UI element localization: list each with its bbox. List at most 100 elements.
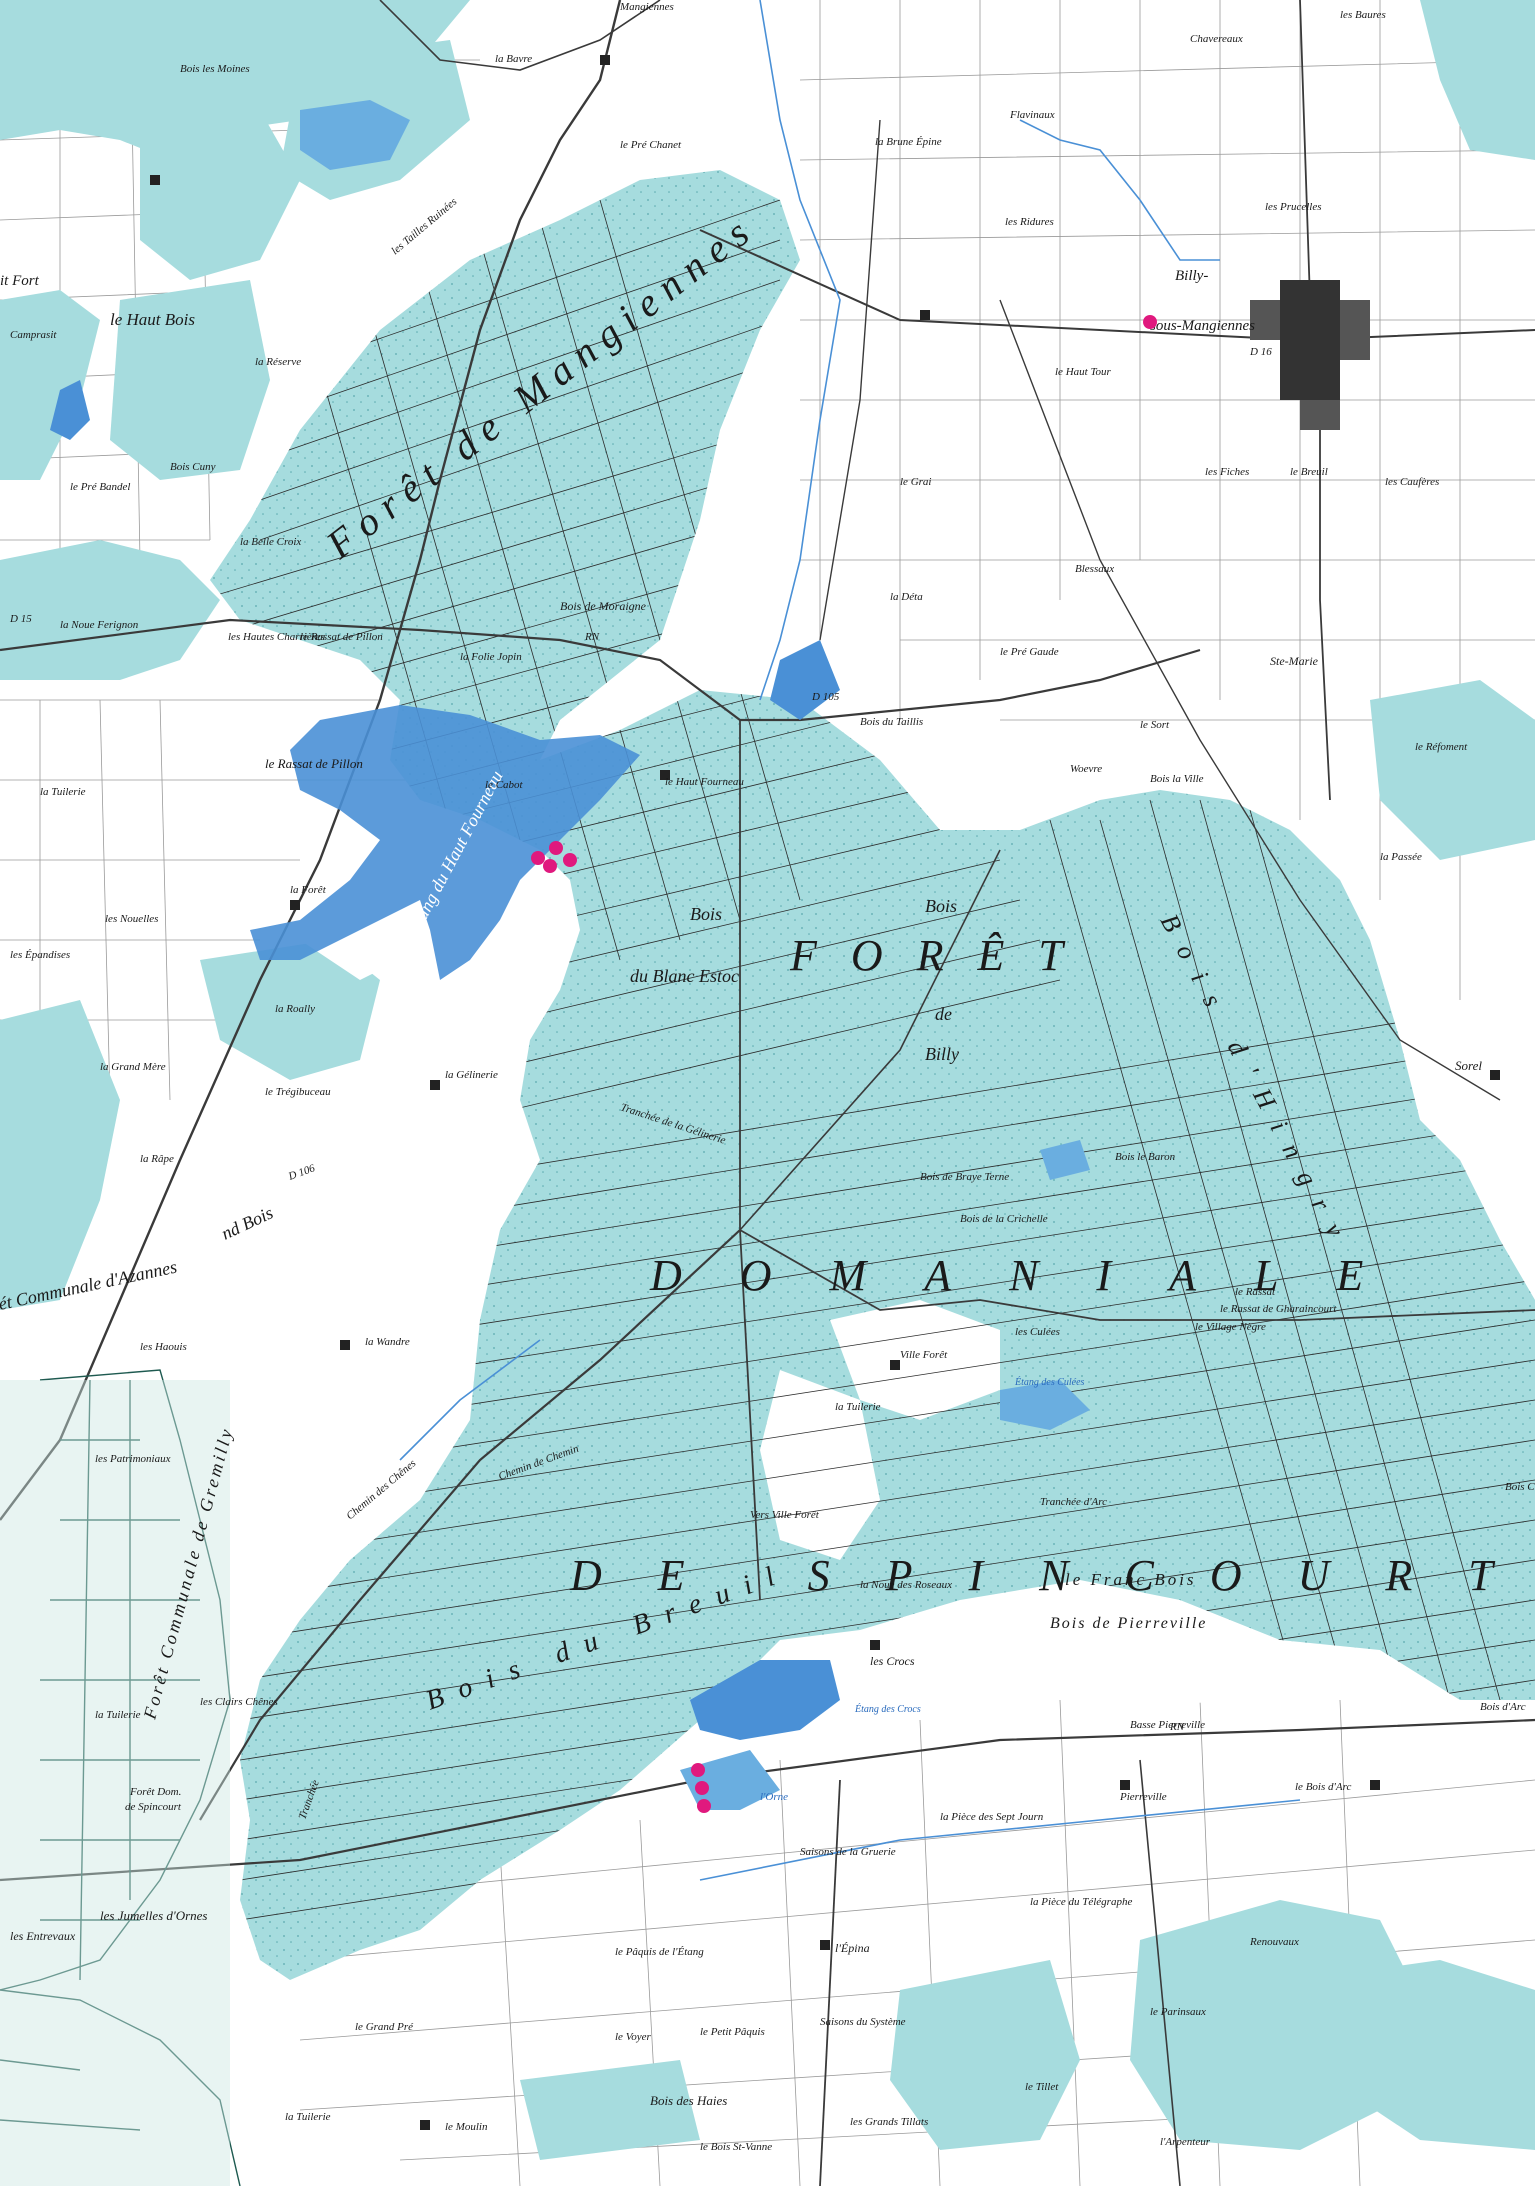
place-les-haouis: les Haouis (140, 1341, 187, 1353)
place-pre-chanet: le Pré Chanet (620, 139, 682, 151)
place-les-ridures: les Ridures (1005, 216, 1054, 228)
building-icon (820, 1940, 830, 1950)
place-noue-roseaux: la Noue des Roseaux (860, 1579, 952, 1591)
place-franc-bois: le Franc Bois (1065, 1570, 1197, 1589)
building-icon (600, 55, 610, 65)
place-rassat-pillon: le Rassat de Pillon (265, 756, 363, 771)
place-la-foret: la Forêt (290, 884, 327, 896)
place-ste-marie: Ste-Marie (1270, 654, 1319, 668)
place-bois-moraigne: Bois de Moraigne (560, 599, 647, 613)
place-belle-croix: la Belle Croix (240, 536, 301, 548)
place-pre-bandel: le Pré Bandel (70, 481, 130, 493)
place-bois-haies: Bois des Haies (650, 2093, 727, 2108)
place-bois-taillis: Bois du Taillis (860, 716, 923, 728)
place-bois-cuny: Bois Cuny (170, 461, 216, 473)
spincourt-label: DE SPINCOURT (569, 1551, 1535, 1600)
building-icon (340, 1340, 350, 1350)
place-les-fiches: les Fiches (1205, 466, 1249, 478)
pink-dot-icon (563, 853, 577, 867)
rivers (399, 0, 1301, 1881)
bois-billy-1: Bois (925, 896, 957, 916)
place-noue-ferignon: la Noue Ferignon (60, 619, 139, 631)
place-moulin: le Moulin (445, 2121, 488, 2133)
place-camprasit: Camprasit (10, 329, 57, 341)
road-orne: l'Orne (760, 1791, 788, 1803)
place-clairs-chenes: les Clairs Chênes (200, 1696, 278, 1708)
place-paquis-etang: le Pâquis de l'Étang (615, 1946, 704, 1958)
place-le-breuil: le Breuil (1290, 466, 1328, 478)
place-bois-baron: Bois le Baron (1115, 1151, 1176, 1163)
pink-dot-icon (549, 841, 563, 855)
etang-haut-fourneau (250, 705, 640, 980)
place-la-rape: la Râpe (140, 1153, 174, 1165)
place-foret-dom-2: de Spincourt (125, 1801, 182, 1813)
road-rn1: RN (584, 631, 600, 643)
place-pre-gaude: le Pré Gaude (1000, 646, 1059, 658)
place-la-deta: la Déta (890, 591, 923, 603)
place-chavereaux: Chavereaux (1190, 33, 1243, 45)
place-refoment: le Réfoment (1415, 741, 1468, 753)
bois-blanc-estoc-2: du Blanc Estoc (630, 966, 739, 986)
place-tillet: le Tillet (1025, 2081, 1059, 2093)
place-it-fort: it Fort (0, 273, 40, 289)
place-bois-crichelle: Bois de la Crichelle (960, 1213, 1048, 1225)
building-icon (1490, 1070, 1500, 1080)
pink-dot-icon (543, 859, 557, 873)
bois-billy-name: Billy (925, 1044, 959, 1064)
place-les-epandises: les Épandises (10, 949, 70, 961)
place-le-grai: le Grai (900, 476, 931, 488)
place-la-roally: la Roally (275, 1003, 315, 1015)
place-parinsaux: le Parinsaux (1150, 2006, 1206, 2018)
domaniale-label: DOMANIALE (649, 1251, 1421, 1300)
road-d105: D 105 (811, 691, 840, 703)
etang-des-crocs (690, 1660, 840, 1740)
place-pierreville: Pierreville (1119, 1791, 1167, 1803)
pink-dot-icon (695, 1781, 709, 1795)
place-la-gelinerie: la Gélinerie (445, 1069, 498, 1081)
building-icon (870, 1640, 880, 1650)
place-basse-pierreville: Basse Pierreville (1130, 1719, 1205, 1731)
building-icon (150, 175, 160, 185)
place-tregibuceau: le Trégibuceau (265, 1086, 331, 1098)
place-brune-epine: la Brune Épine (875, 136, 942, 148)
place-la-tuilerie3: la Tuilerie (95, 1709, 141, 1721)
place-blessaux: Blessaux (1075, 563, 1114, 575)
place-petit-paquis: le Petit Pâquis (700, 2026, 765, 2038)
place-le-cabot: le Cabot (485, 779, 524, 791)
place-vers-ville-foret: Vers Ville Forêt (750, 1509, 820, 1521)
place-jumelles: les Jumelles d'Ornes (100, 1908, 207, 1923)
place-tuilerie2: la Tuilerie (285, 2111, 331, 2123)
bois-blanc-estoc-1: Bois (690, 904, 722, 924)
place-grand-pre: le Grand Pré (355, 2021, 414, 2033)
place-la-wandre: la Wandre (365, 1336, 410, 1348)
place-bois-chaudes: Bois Chaudes (1505, 1481, 1535, 1493)
place-bois-moines: Bois les Moines (180, 63, 250, 75)
place-arpenteur: l'Arpenteur (1160, 2136, 1211, 2148)
communal-forest-tint (0, 1380, 230, 2186)
pink-dot-icon (531, 851, 545, 865)
place-sorel: Sorel (1455, 1058, 1482, 1073)
building-icon (1370, 1780, 1380, 1790)
place-haut-bois: le Haut Bois (110, 310, 195, 329)
pink-dot-icon (691, 1763, 705, 1777)
place-epina: l'Épina (835, 1941, 870, 1955)
etang-breuil (680, 1750, 780, 1810)
place-bois-braye: Bois de Braye Terne (920, 1171, 1009, 1183)
place-les-nouelles: les Nouelles (105, 913, 158, 925)
place-les-crocs: les Crocs (870, 1654, 915, 1668)
place-le-rassat: le Rassat (1235, 1286, 1276, 1298)
building-icon (290, 900, 300, 910)
place-patrimoniaux: les Patrimoniaux (95, 1453, 171, 1465)
building-icon (430, 1080, 440, 1090)
place-billy: Billy- (1175, 268, 1208, 284)
place-etang-crocs: Étang des Crocs (854, 1703, 921, 1715)
settlement-icons (150, 55, 1500, 2130)
pink-dot-icon (1143, 315, 1157, 329)
place-voyer: le Voyer (615, 2031, 651, 2043)
place-les-culees: les Culées (1015, 1326, 1060, 1338)
place-etang-culees: Étang des Culées (1014, 1376, 1085, 1388)
place-village-negre: le Village Nègre (1195, 1321, 1266, 1333)
place-ville-foret: Ville Forêt (900, 1349, 948, 1361)
building-icon (660, 770, 670, 780)
